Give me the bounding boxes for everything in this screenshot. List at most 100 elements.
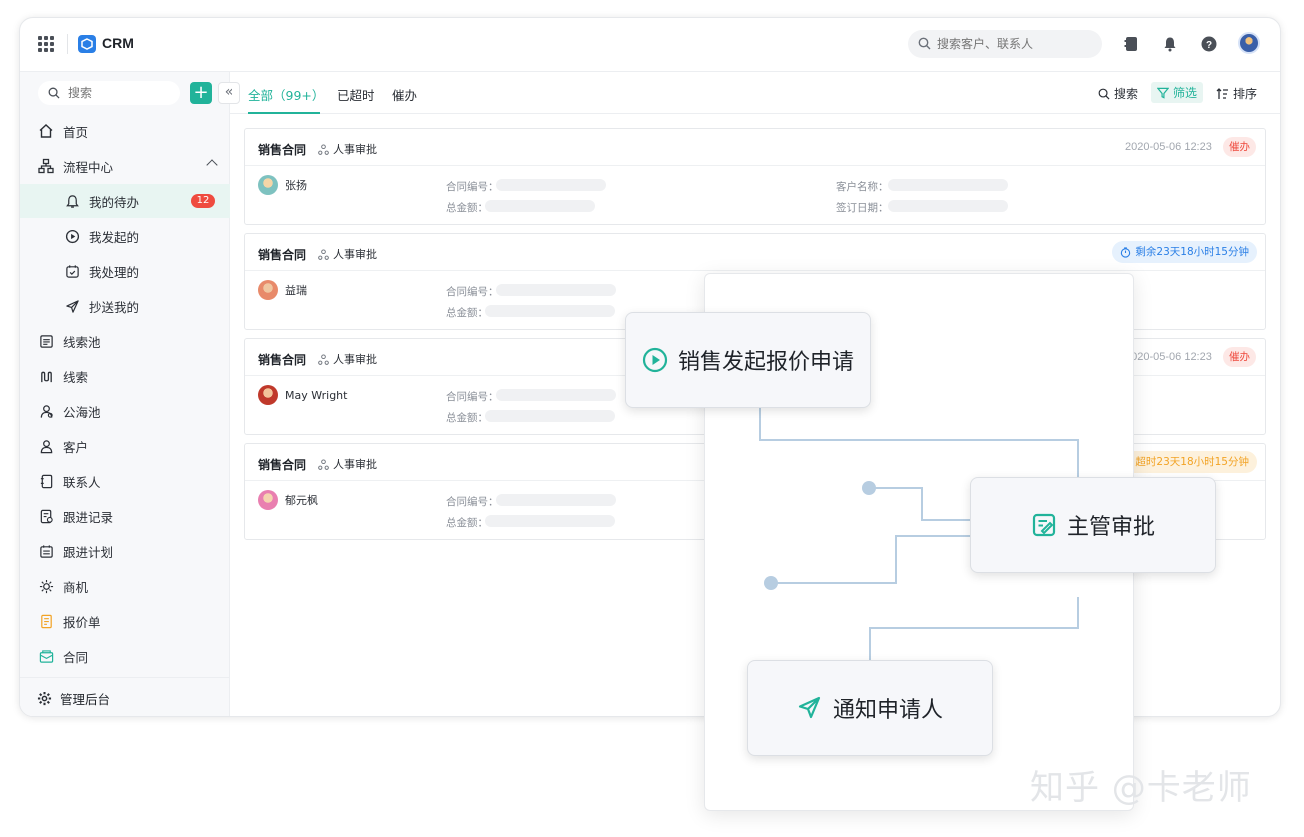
sidebar-item-handled[interactable]: 我处理的 [20,254,230,288]
org-icon [318,458,329,470]
sidebar-item-flow-center[interactable]: 流程中心 [20,149,230,183]
play-circle-icon [63,227,81,245]
sidebar-item-cc-me[interactable]: 抄送我的 [20,289,230,323]
sidebar-item-home[interactable]: 首页 [20,114,230,148]
leads-icon [37,367,55,385]
play-circle-icon [642,347,668,373]
sidebar-item-label: 商机 [63,579,89,595]
divider [67,34,68,54]
quote-icon [37,612,55,630]
public-pool-icon [37,402,55,420]
card-subtitle-text: 人事审批 [333,353,377,366]
sidebar-item-label: 抄送我的 [89,299,140,315]
sidebar-item-label: 报价单 [63,614,101,630]
sidebar-item-label: 线索池 [63,334,101,350]
flow-icon [37,157,55,175]
tab-urge[interactable]: 催办 [392,88,418,103]
card-title: 销售合同 [258,248,307,262]
sidebar-item-public-pool[interactable]: 公海池 [20,394,230,428]
sidebar-item-follow-records[interactable]: 跟进记录 [20,499,230,533]
card-header: 销售合同 人事审批 剩余23天18小时15分钟 [245,234,1265,271]
record-icon [37,507,55,525]
sidebar-item-label: 我发起的 [89,229,140,245]
org-icon [318,143,329,155]
sidebar-item-initiated[interactable]: 我发起的 [20,219,230,253]
sidebar-item-quote[interactable]: 报价单 [20,604,230,638]
sidebar-item-contract[interactable]: 合同 [20,639,230,673]
sidebar-item-label: 首页 [63,124,89,140]
overdue-text: 超时23天18小时15分钟 [1135,456,1249,468]
avatar [258,385,278,405]
filter-button[interactable]: 筛选 [1151,82,1204,103]
card-time: 2020-05-06 12:23 [1125,351,1212,363]
global-search[interactable] [908,30,1102,58]
sidebar-item-leads-pool[interactable]: 线索池 [20,324,230,358]
plan-icon [37,542,55,560]
admin-entry[interactable]: 管理后台 [20,677,230,716]
help-icon[interactable]: ? [1200,35,1218,53]
card-title: 销售合同 [258,458,307,472]
urge-tag[interactable]: 催办 [1223,137,1256,157]
global-search-input[interactable] [937,37,1087,51]
leads-pool-icon [37,332,55,350]
sidebar-item-follow-plan[interactable]: 跟进计划 [20,534,230,568]
field-label: 客户名称： [836,181,889,193]
card-subtitle-text: 人事审批 [333,458,377,471]
sidebar: + « 首页 流程中心 我的待办 12 我发起的 我处理的 抄送我的 [20,72,240,716]
sidebar-item-my-todo[interactable]: 我的待办 12 [20,184,230,218]
app-name: CRM [102,35,134,51]
tab-overdue[interactable]: 已超时 [337,88,375,103]
sidebar-item-opportunity[interactable]: 商机 [20,569,230,603]
bell-icon[interactable] [1161,35,1179,53]
todo-count-badge: 12 [191,194,215,208]
field-value-placeholder [888,200,1008,212]
sidebar-item-label: 客户 [63,439,89,455]
card-subtitle-text: 人事审批 [333,143,377,156]
sidebar-item-label: 公海池 [63,404,101,420]
chevron-up-icon[interactable] [206,159,218,171]
field-label: 合同编号： [446,181,499,193]
sidebar-item-customer[interactable]: 客户 [20,429,230,463]
active-tab-indicator [248,112,320,114]
field-value-placeholder [485,515,615,527]
sidebar-item-label: 联系人 [63,474,101,490]
tab-all[interactable]: 全部（99+） [248,88,325,103]
flow-node-notify[interactable]: 通知申请人 [747,660,993,756]
contacts-book-icon[interactable] [1122,35,1140,53]
sort-icon [1216,87,1229,100]
card-title: 销售合同 [258,143,307,157]
card-subtitle: 人事审批 [318,351,377,367]
sidebar-search[interactable] [38,81,180,105]
applicant: 益瑞 [258,280,307,300]
field-label: 合同编号： [446,496,499,508]
add-button[interactable]: + [190,82,212,104]
search-button[interactable]: 搜索 [1098,85,1138,102]
gear-icon [37,691,52,706]
org-icon [318,353,329,365]
applicant: 郁元枫 [258,490,318,510]
user-avatar[interactable] [1238,32,1260,54]
flow-node-start[interactable]: 销售发起报价申请 [625,312,871,408]
approval-card[interactable]: 销售合同 人事审批 2020-05-06 12:23 催办 张扬 合同编号： 总… [244,128,1266,225]
collapse-sidebar-button[interactable]: « [218,82,240,104]
sidebar-item-label: 跟进记录 [63,509,114,525]
search-icon [918,35,931,54]
flow-node-approval[interactable]: 主管审批 [970,477,1216,573]
field-label: 总金额： [446,412,488,424]
urge-tag[interactable]: 催办 [1223,347,1256,367]
sidebar-item-contacts[interactable]: 联系人 [20,464,230,498]
sort-button[interactable]: 排序 [1216,85,1257,102]
check-calendar-icon [63,262,81,280]
field-label: 签订日期： [836,202,889,214]
field-value-placeholder [496,284,616,296]
app-grid-icon[interactable] [38,36,54,52]
field-value-placeholder [485,410,615,422]
sidebar-search-input[interactable] [68,86,168,100]
sidebar-item-leads[interactable]: 线索 [20,359,230,393]
bell-icon [63,192,81,210]
card-header: 销售合同 人事审批 2020-05-06 12:23 催办 [245,339,1265,376]
sidebar-item-label: 合同 [63,649,89,665]
customer-icon [37,437,55,455]
field-value-placeholder [888,179,1008,191]
tab-bar: 全部（99+） 已超时 催办 搜索 筛选 排序 [230,72,1280,114]
